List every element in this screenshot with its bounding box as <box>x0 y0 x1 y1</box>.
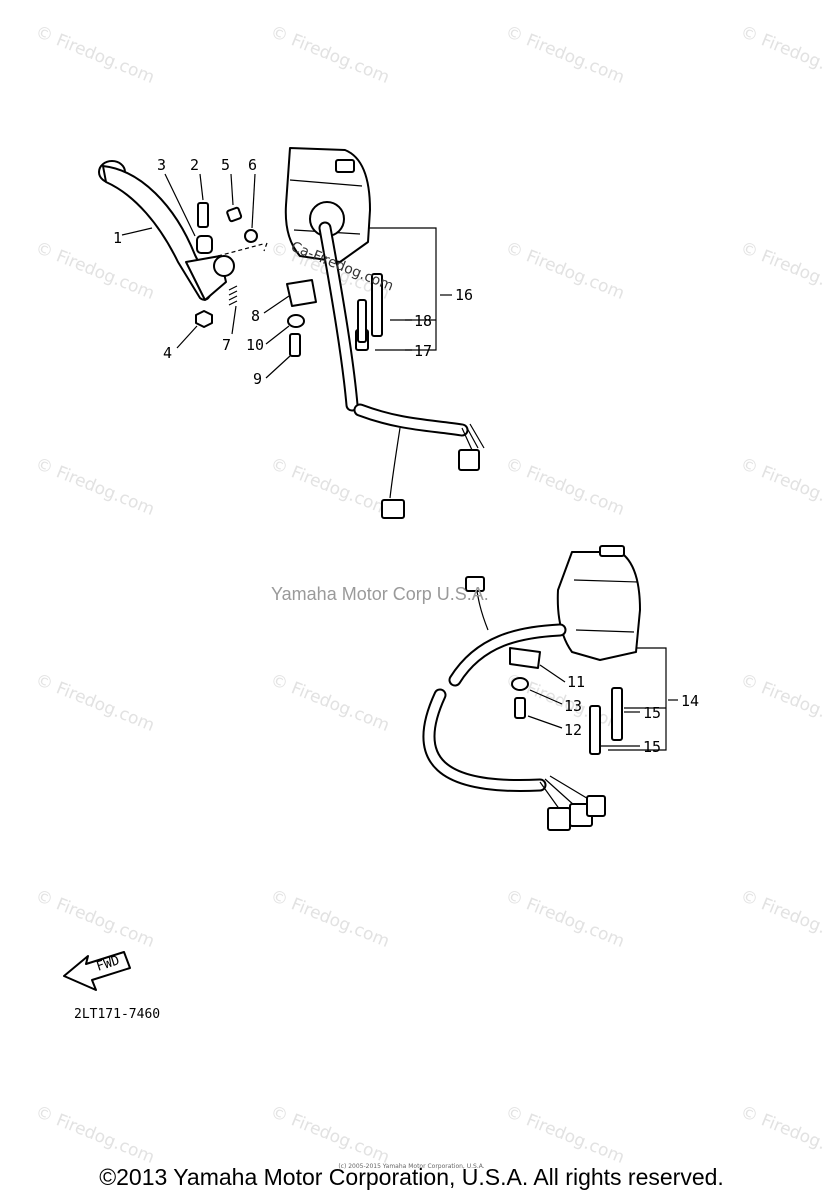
leader-line <box>265 325 290 345</box>
leader-line <box>230 173 234 206</box>
center-watermark: Yamaha Motor Corp U.S.A. <box>271 584 489 604</box>
callout-8: 8 <box>251 307 260 325</box>
callout-9: 9 <box>253 370 262 388</box>
lever-small-parts <box>195 202 317 357</box>
callout-15b: 15 <box>643 738 661 756</box>
callout-4: 4 <box>163 344 172 362</box>
fine-print: (c) 2005-2015 Yamaha Motor Corporation, … <box>338 1163 485 1170</box>
callout-2: 2 <box>190 156 199 174</box>
leader-line <box>265 355 291 379</box>
callout-13: 13 <box>564 697 582 715</box>
callout-5: 5 <box>221 156 230 174</box>
callout-labels: 1 3 2 5 6 4 7 8 10 9 16 18 17 11 13 12 1… <box>113 156 699 756</box>
leader-line <box>263 295 290 314</box>
reference-code: 2LT171-7460 <box>74 1007 160 1022</box>
leader-line <box>251 173 256 229</box>
fwd-arrow: FWD <box>63 951 131 991</box>
callout-16: 16 <box>455 286 473 304</box>
callout-14: 14 <box>681 692 699 710</box>
callout-1: 1 <box>113 229 122 247</box>
right-switch-wire-harness <box>422 576 667 831</box>
leader-line <box>199 173 204 201</box>
copyright-notice: ©2013 Yamaha Motor Corporation, U.S.A. A… <box>99 1164 724 1190</box>
callout-15a: 15 <box>643 704 661 722</box>
leader-line <box>539 664 566 683</box>
callout-leader-lines <box>121 173 678 747</box>
right-handlebar-switch <box>556 545 641 661</box>
callout-3: 3 <box>157 156 166 174</box>
callout-7: 7 <box>222 336 231 354</box>
leader-line <box>121 227 153 236</box>
leader-line <box>231 305 237 335</box>
callout-11: 11 <box>567 673 585 691</box>
callout-10: 10 <box>246 336 264 354</box>
leader-line <box>529 689 563 705</box>
callout-12: 12 <box>564 721 582 739</box>
leader-line <box>527 715 563 729</box>
callout-17: 17 <box>414 342 432 360</box>
left-handlebar-switch <box>284 147 371 263</box>
leader-line <box>176 325 198 349</box>
callout-6: 6 <box>248 156 257 174</box>
callout-18: 18 <box>414 312 432 330</box>
fwd-label: FWD <box>95 953 122 975</box>
left-switch-wire-harness <box>318 221 485 519</box>
leader-line <box>164 173 196 237</box>
